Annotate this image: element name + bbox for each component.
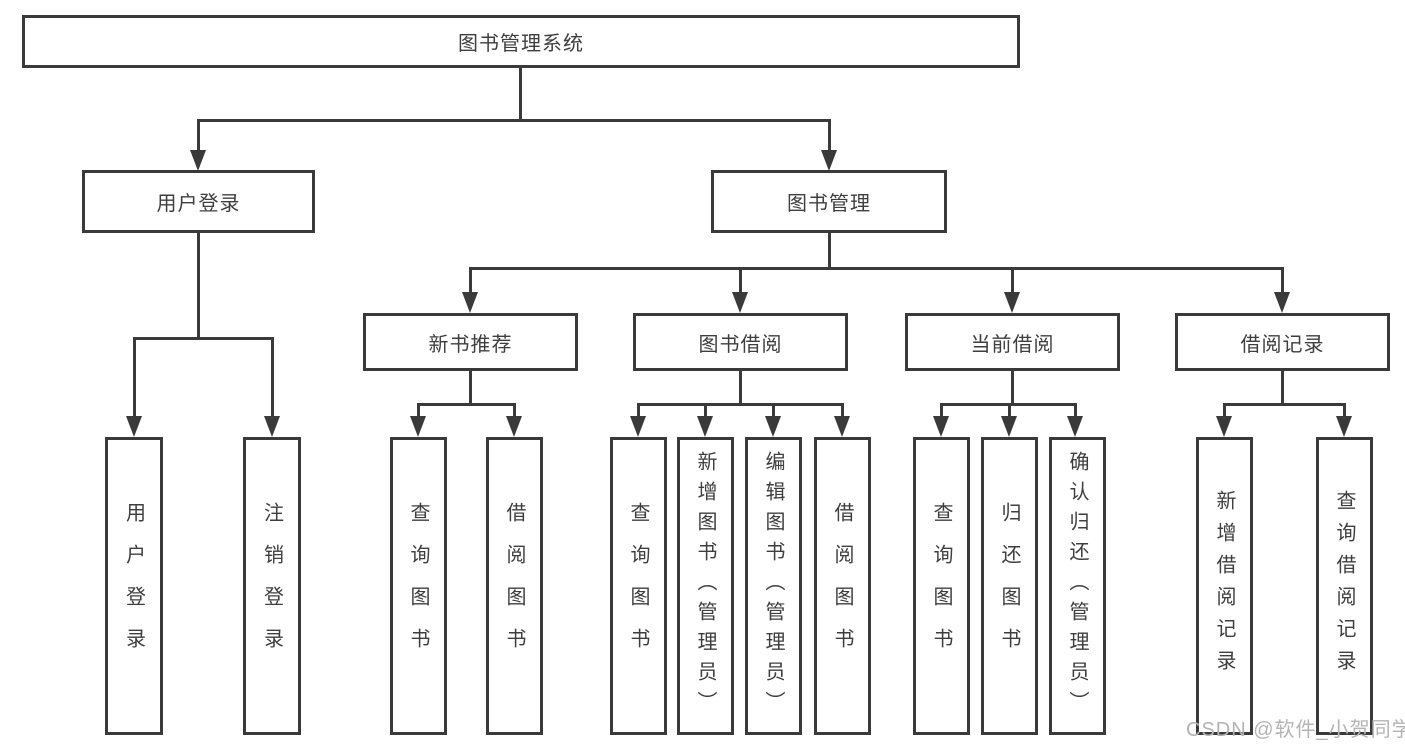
node-root-label: 图书管理系统 [458, 33, 584, 55]
leaf-logout-label: 注销登录 [260, 502, 283, 670]
connector-newbookrec-stem [469, 371, 472, 405]
arrowhead-nb-query [410, 416, 426, 437]
leaf-logout: 注销登录 [243, 437, 301, 735]
leaf-bookborrow-add-label: 新增图书（管理员） [694, 451, 716, 721]
node-user-login-branch: 用户登录 [82, 170, 315, 233]
node-new-book-rec: 新书推荐 [363, 313, 578, 371]
connector-borrowrecords-rail [1223, 403, 1345, 406]
arrowhead-bb-edit [765, 416, 781, 437]
arrowhead-leaf-logout [264, 416, 280, 437]
connector-drop-bb-add [704, 403, 707, 417]
arrowhead-user-login [190, 150, 206, 171]
leaf-newbook-borrow: 借阅图书 [486, 437, 543, 735]
arrowhead-bb-query [630, 416, 646, 437]
connector-drop-bb-edit [772, 403, 775, 417]
leaf-newbook-query-label: 查询图书 [407, 502, 429, 670]
node-new-book-rec-label: 新书推荐 [428, 333, 513, 356]
node-borrow-records: 借阅记录 [1175, 313, 1390, 371]
leaf-bookborrow-edit: 编辑图书（管理员） [745, 437, 802, 735]
connector-drop-cb-return [1008, 403, 1011, 417]
connector-drop-leaf-userlogin [133, 337, 136, 417]
leaf-records-query-label: 查询借阅记录 [1333, 490, 1355, 682]
leaf-user-login: 用户登录 [105, 437, 163, 735]
leaf-newbook-query: 查询图书 [390, 437, 447, 735]
connector-userlogin-stem [197, 233, 200, 339]
connector-drop-nb-borrow [513, 403, 516, 417]
arrowhead-br-query [1336, 416, 1352, 437]
connector-userlogin-rail [133, 337, 274, 340]
arrowhead-cb-query [933, 416, 949, 437]
connector-drop-nb-query [417, 403, 420, 417]
arrowhead-cb-return [1001, 416, 1017, 437]
leaf-bookborrow-edit-label: 编辑图书（管理员） [762, 451, 784, 721]
leaf-currentborrow-query: 查询图书 [913, 437, 970, 735]
connector-drop-br-query [1343, 403, 1346, 417]
arrowhead-currentborrow [1004, 292, 1020, 313]
node-root: 图书管理系统 [22, 15, 1020, 68]
arrowhead-bb-borrow [834, 416, 850, 437]
node-user-login-branch-label: 用户登录 [156, 193, 241, 215]
arrowhead-borrowrecords [1274, 292, 1290, 313]
connector-drop-bb-borrow [841, 403, 844, 417]
connector-drop-book-mgmt [828, 119, 831, 152]
connector-drop-user-login [197, 119, 200, 152]
node-borrow-records-label: 借阅记录 [1240, 333, 1325, 356]
leaf-records-add-label: 新增借阅记录 [1213, 490, 1235, 682]
connector-bookborrow-rail [637, 403, 844, 406]
leaf-bookborrow-query-label: 查询图书 [627, 502, 649, 670]
node-book-mgmt-branch-label: 图书管理 [787, 193, 871, 215]
node-book-mgmt-branch: 图书管理 [711, 170, 947, 233]
arrowhead-br-add [1216, 416, 1232, 437]
connector-drop-bb-query [637, 403, 640, 417]
leaf-records-add: 新增借阅记录 [1196, 437, 1253, 735]
leaf-currentborrow-query-label: 查询图书 [930, 502, 952, 670]
connector-bookmgmt-stem [828, 233, 831, 269]
arrowhead-nb-borrow [506, 416, 522, 437]
node-current-borrow: 当前借阅 [905, 313, 1120, 371]
connector-borrowrecords-stem [1281, 371, 1284, 405]
arrowhead-bb-add [697, 416, 713, 437]
connector-drop-leaf-logout [271, 337, 274, 417]
arrowhead-book-mgmt [821, 150, 837, 171]
arrowhead-leaf-userlogin [126, 416, 142, 437]
connector-drop-currentborrow [1011, 267, 1014, 293]
arrowhead-cb-confirm [1067, 416, 1083, 437]
csdn-watermark: CSDN @软件_小贺同学 [1186, 719, 1405, 741]
connector-drop-bookborrow [739, 267, 742, 293]
connector-level3-rail [469, 267, 1284, 270]
connector-drop-cb-confirm [1074, 403, 1077, 417]
connector-newbookrec-rail [417, 403, 516, 406]
connector-root-stem [519, 68, 522, 121]
arrowhead-bookborrow [732, 292, 748, 313]
node-book-borrow-label: 图书借阅 [698, 333, 783, 356]
connector-bookborrow-stem [739, 371, 742, 405]
connector-drop-br-add [1223, 403, 1226, 417]
connector-drop-cb-query [940, 403, 943, 417]
leaf-bookborrow-add: 新增图书（管理员） [677, 437, 734, 735]
node-book-borrow: 图书借阅 [633, 313, 848, 371]
connector-currentborrow-stem [1011, 371, 1014, 405]
leaf-records-query: 查询借阅记录 [1316, 437, 1373, 735]
leaf-currentborrow-confirm: 确认归还（管理员） [1049, 437, 1106, 735]
leaf-bookborrow-query: 查询图书 [610, 437, 667, 735]
leaf-currentborrow-return-label: 归还图书 [998, 502, 1020, 670]
connector-level2-rail [197, 119, 831, 122]
leaf-user-login-label: 用户登录 [122, 502, 145, 670]
arrowhead-newbookrec [462, 292, 478, 313]
leaf-newbook-borrow-label: 借阅图书 [503, 502, 525, 670]
connector-drop-newbookrec [469, 267, 472, 293]
leaf-bookborrow-borrow: 借阅图书 [814, 437, 871, 735]
node-current-borrow-label: 当前借阅 [970, 333, 1055, 356]
leaf-currentborrow-return: 归还图书 [981, 437, 1038, 735]
leaf-currentborrow-confirm-label: 确认归还（管理员） [1066, 451, 1088, 721]
leaf-bookborrow-borrow-label: 借阅图书 [831, 502, 853, 670]
connector-drop-borrowrecords [1281, 267, 1284, 293]
